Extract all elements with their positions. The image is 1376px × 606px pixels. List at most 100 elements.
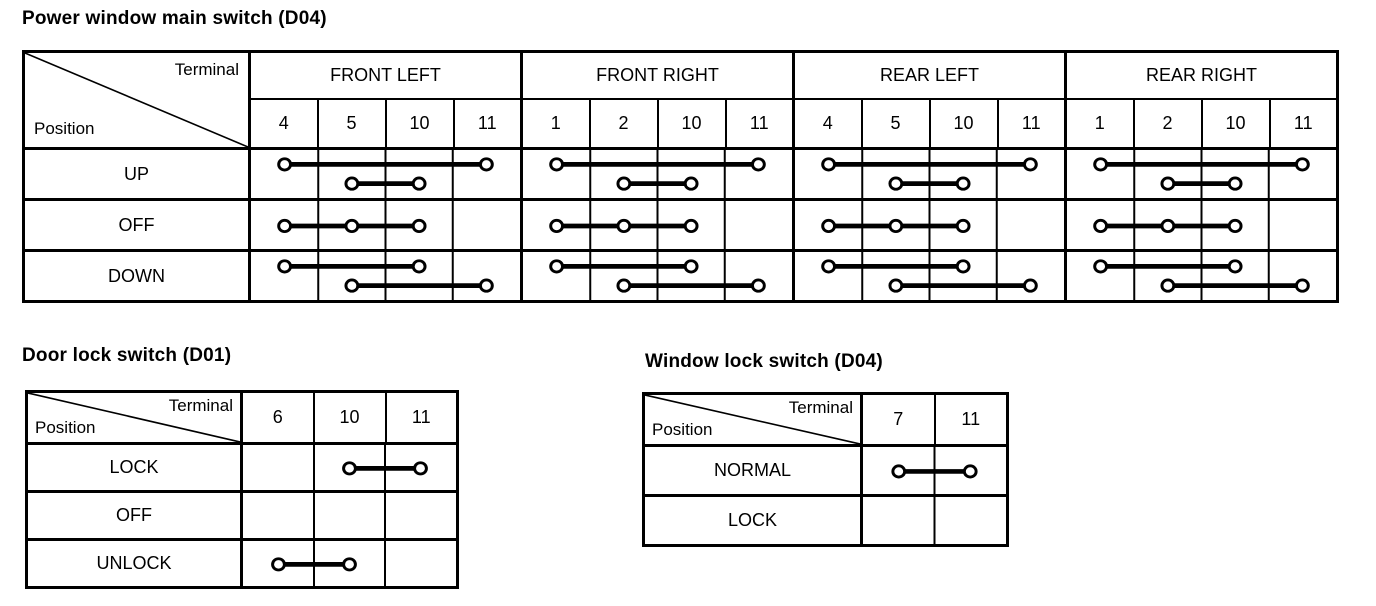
contact-circle: [821, 259, 837, 274]
connection-cell: [520, 198, 795, 252]
terminal-number: 6: [240, 390, 315, 445]
diagonal-divider-line: [645, 395, 860, 444]
contact-circle: [549, 157, 565, 172]
connection-cell: [860, 444, 1009, 497]
connection-cell: [1064, 147, 1339, 201]
connection-cell: [520, 249, 795, 303]
terminal-number: 10: [312, 390, 387, 445]
connection-graphic: [863, 497, 1006, 544]
connection-graphic: [549, 252, 766, 300]
connection-cell: [248, 249, 523, 303]
contact-circle: [616, 278, 632, 293]
contact-circle: [683, 218, 699, 234]
contact-circle: [277, 259, 293, 274]
position-row-label: DOWN: [22, 249, 251, 303]
contact-circle: [616, 176, 632, 191]
connection-graphic: [243, 445, 428, 490]
connection-cell: [520, 147, 795, 201]
position-row-label: NORMAL: [642, 444, 863, 497]
connection-cell: [240, 538, 459, 589]
terminal-number: 11: [996, 97, 1067, 150]
contact-circle: [342, 557, 357, 572]
contact-circle: [277, 218, 293, 234]
connection-cell: [792, 249, 1067, 303]
contact-circle: [891, 464, 907, 479]
contact-circle: [955, 176, 971, 191]
connection-graphic: [1093, 150, 1310, 198]
contact-circle: [683, 176, 699, 191]
contact-circle: [549, 218, 565, 234]
connection-graphic: [277, 201, 520, 249]
contact-circle: [478, 157, 494, 172]
position-row-label: UNLOCK: [25, 538, 243, 589]
terminal-number: 7: [860, 392, 936, 447]
terminal-number: 2: [588, 97, 659, 150]
contact-circle: [1227, 259, 1243, 274]
contact-circle: [271, 557, 286, 572]
connection-cell: [792, 198, 1067, 252]
contact-circle: [821, 218, 837, 234]
position-row-label: OFF: [25, 490, 243, 541]
contact-circle: [411, 259, 427, 274]
contact-circle: [888, 176, 904, 191]
column-group-label: FRONT LEFT: [248, 50, 523, 100]
connection-cell: [1064, 249, 1339, 303]
connection-cell: [240, 442, 459, 493]
terminal-number: 10: [1200, 97, 1271, 150]
contact-circle: [1093, 259, 1109, 274]
contact-circle: [344, 218, 360, 234]
column-group-label: FRONT RIGHT: [520, 50, 795, 100]
terminal-number: 1: [1064, 97, 1135, 150]
terminal-number: 2: [1132, 97, 1203, 150]
terminal-number: 11: [724, 97, 795, 150]
connection-graphic: [821, 150, 1038, 198]
contact-circle: [411, 218, 427, 234]
connection-graphic: [1093, 252, 1310, 300]
position-axis-label: Position: [652, 420, 713, 439]
position-row-label: LOCK: [25, 442, 243, 493]
contact-circle: [413, 461, 428, 476]
contact-circle: [821, 157, 837, 172]
contact-circle: [616, 218, 632, 234]
connection-graphic: [891, 447, 978, 494]
contact-circle: [1093, 218, 1109, 234]
connection-cell: [248, 198, 523, 252]
column-group-label: REAR LEFT: [792, 50, 1067, 100]
connection-graphic: [271, 541, 456, 586]
connection-graphic: [821, 201, 1064, 249]
position-axis-label: Position: [35, 418, 96, 437]
power-window-table-title: Power window main switch (D04): [22, 8, 327, 29]
connection-graphic: [277, 252, 494, 300]
contact-circle: [1160, 278, 1176, 293]
diagonal-divider-line: [25, 53, 248, 147]
contact-circle: [1294, 278, 1310, 293]
contact-circle: [411, 176, 427, 191]
connection-graphic: [549, 150, 766, 198]
terminal-number: 1: [520, 97, 591, 150]
connection-graphic: [821, 252, 1038, 300]
connection-cell: [792, 147, 1067, 201]
terminal-axis-label: Terminal: [788, 398, 853, 417]
connection-graphic: [1093, 201, 1336, 249]
connection-graphic: [277, 150, 494, 198]
contact-circle: [478, 278, 494, 293]
terminal-number: 10: [928, 97, 999, 150]
contact-circle: [955, 218, 971, 234]
contact-circle: [1022, 278, 1038, 293]
terminal-number: 10: [656, 97, 727, 150]
contact-circle: [549, 259, 565, 274]
diagonal-divider-line: [28, 393, 240, 442]
terminal-number: 11: [1268, 97, 1339, 150]
window-lock-table-title: Window lock switch (D04): [645, 351, 883, 372]
terminal-number: 5: [316, 97, 387, 150]
contact-circle: [955, 259, 971, 274]
contact-circle: [1294, 157, 1310, 172]
contact-circle: [962, 464, 978, 479]
contact-circle: [277, 157, 293, 172]
